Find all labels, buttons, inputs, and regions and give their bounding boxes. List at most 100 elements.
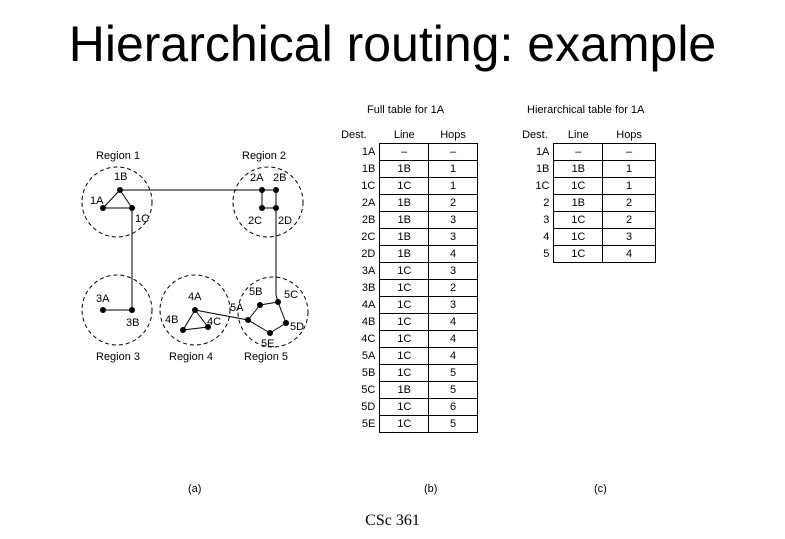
node-5B — [257, 302, 263, 308]
region-2-boundary — [232, 166, 304, 238]
region-3-boundary — [81, 274, 153, 346]
line-cell: 1B — [379, 211, 430, 229]
line-cell: 1C — [379, 313, 430, 331]
dest-cell: 2D — [361, 248, 376, 260]
slide-title: Hierarchical routing: example — [68, 16, 717, 72]
hops-cell: – — [602, 143, 656, 161]
line-cell: 1C — [379, 364, 430, 382]
hops-cell: 2 — [428, 279, 478, 297]
node-2B — [273, 187, 279, 193]
node-1A — [100, 205, 106, 211]
node-label-1C: 1C — [135, 213, 149, 225]
node-label-2A: 2A — [250, 172, 264, 184]
region-3-label: Region 3 — [96, 351, 140, 363]
node-2C — [259, 205, 265, 211]
node-label-5A: 5A — [230, 302, 244, 314]
dest-cell: 3B — [361, 282, 376, 294]
column-header: Line — [567, 129, 589, 141]
hops-cell: 1 — [428, 160, 478, 178]
hops-cell: 5 — [428, 364, 478, 382]
line-cell: 1B — [379, 245, 430, 263]
hops-cell: 3 — [428, 211, 478, 229]
column-header: Line — [393, 129, 415, 141]
dest-cell: 2 — [543, 197, 550, 209]
line-cell: 1B — [553, 160, 604, 178]
column-header: Dest. — [341, 129, 367, 142]
line-cell: 1B — [553, 194, 604, 212]
line-cell: 1C — [379, 177, 430, 195]
dest-cell: 1A — [535, 146, 550, 158]
hops-cell: 3 — [428, 262, 478, 280]
node-label-2D: 2D — [278, 215, 292, 227]
node-label-4B: 4B — [165, 314, 178, 326]
node-label-4A: 4A — [188, 291, 202, 303]
line-cell: 1C — [379, 279, 430, 297]
column-header: Hops — [616, 129, 642, 141]
line-cell: 1B — [379, 381, 430, 399]
node-label-5B: 5B — [249, 286, 262, 298]
line-cell: 1C — [379, 296, 430, 314]
node-label-2B: 2B — [273, 172, 286, 184]
hops-cell: 3 — [428, 228, 478, 246]
dest-cell: 4A — [361, 299, 376, 311]
dest-cell: 5B — [361, 367, 376, 379]
node-label-5D: 5D — [290, 321, 304, 333]
node-2A — [259, 187, 265, 193]
hops-cell: 1 — [602, 177, 656, 195]
hops-cell: 5 — [428, 415, 478, 433]
line-cell: 1B — [379, 160, 430, 178]
line-cell: 1B — [379, 194, 430, 212]
node-1B — [117, 187, 123, 193]
column-header: Hops — [440, 129, 466, 141]
region-1-boundary — [81, 166, 153, 238]
node-1C — [129, 205, 135, 211]
dest-cell: 3 — [543, 214, 550, 226]
node-label-4C: 4C — [207, 316, 221, 328]
region-5-boundary — [237, 276, 309, 348]
node-2D — [273, 205, 279, 211]
line-cell: – — [553, 143, 604, 161]
dest-cell: 1C — [361, 180, 376, 192]
node-label-5E: 5E — [261, 338, 274, 350]
region-4-label: Region 4 — [169, 351, 213, 363]
dest-cell: 5C — [361, 384, 376, 396]
dest-cell: 1B — [361, 163, 376, 175]
node-4C — [205, 324, 211, 330]
line-cell: 1C — [553, 177, 604, 195]
region-4-boundary — [159, 274, 231, 346]
node-label-5C: 5C — [284, 289, 298, 301]
node-label-1A: 1A — [90, 195, 104, 207]
hops-cell: 6 — [428, 398, 478, 416]
node-label-3A: 3A — [96, 293, 110, 305]
dest-cell: 2C — [361, 231, 376, 243]
region-5-label: Region 5 — [244, 351, 288, 363]
line-cell: 1C — [379, 347, 430, 365]
hops-cell: 2 — [428, 194, 478, 212]
dest-cell: 5A — [361, 350, 376, 362]
node-5E — [267, 330, 273, 336]
dest-cell: 1C — [535, 180, 550, 192]
region-2-label: Region 2 — [242, 150, 286, 162]
dest-cell: 5D — [361, 401, 376, 413]
line-cell: 1C — [553, 228, 604, 246]
hops-cell: – — [428, 143, 478, 161]
line-cell: – — [379, 143, 430, 161]
dest-cell: 5E — [361, 418, 376, 430]
column-header: Dest. — [522, 129, 548, 142]
node-3B — [129, 307, 135, 313]
network-nodes — [100, 187, 289, 336]
table-row: 1A–– — [328, 143, 478, 161]
hops-cell: 1 — [602, 160, 656, 178]
